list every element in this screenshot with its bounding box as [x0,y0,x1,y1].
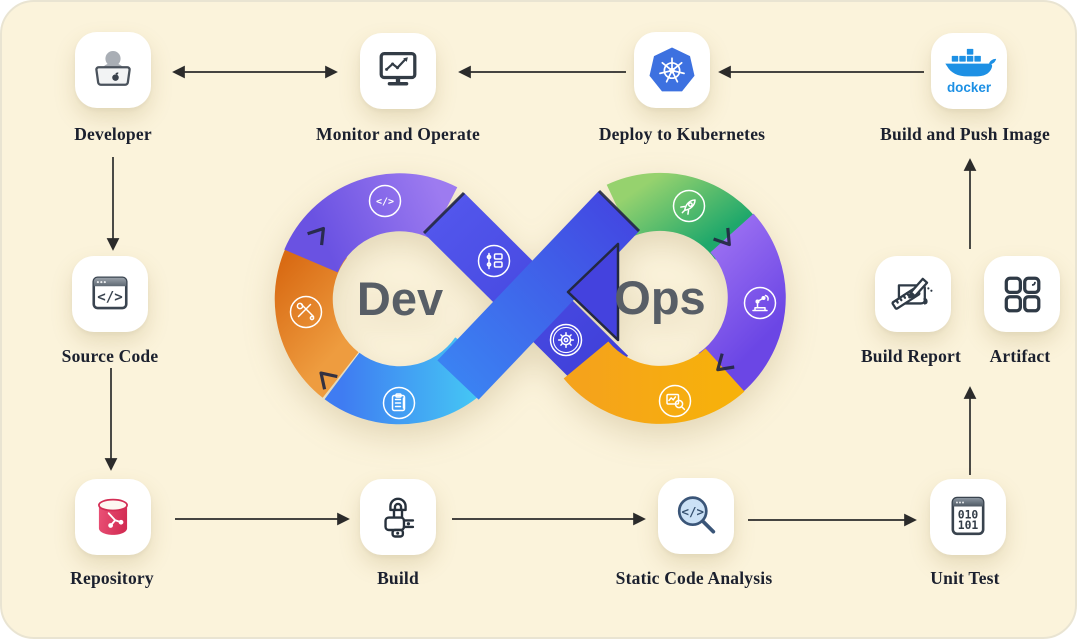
ops-right-purple-arc [697,213,786,401]
ops-label: Ops [614,271,705,324]
repository-icon [98,498,128,535]
docker-icon: docker [945,48,997,95]
monitor-chart-icon [379,52,417,86]
git-versions-icon [477,244,511,278]
node-repository [75,479,151,555]
static-analysis-icon: </> [677,496,716,534]
label-monitor-and-operate: Monitor and Operate [316,124,480,144]
ops-top-green-arc [606,172,763,261]
unit-test-icon: 010 101 [951,496,985,536]
notch-ops-bottomright [716,353,735,372]
notch-dev-topleft [307,226,326,246]
svg-text:</>: </> [376,197,394,208]
band-edge-top-left [422,191,466,235]
devops-infinity-loop: </> [274,172,786,425]
node-monitor-and-operate [360,33,436,109]
label-source-code: Source Code [61,346,159,366]
rocket-icon [672,189,706,223]
build-report-icon [891,277,933,310]
node-static-code-analysis: </> [658,478,734,554]
label-build: Build [377,568,419,588]
developer-icon [95,51,131,86]
node-deploy-to-kubernetes [634,32,710,108]
node-source-code: </> [72,256,148,332]
analysis-search-icon [658,384,692,418]
label-deploy-to-kubernetes: Deploy to Kubernetes [598,124,766,144]
cross-band-ascending [437,191,640,400]
notch-ops-topright [713,227,731,247]
dev-label: Dev [357,272,443,325]
kubernetes-icon [649,47,695,92]
source-code-glyph: </> [97,290,122,306]
notch-dev-bottomleft [319,371,338,390]
ops-bottom-amber-arc [563,340,745,424]
automation-arm-icon [743,286,777,320]
unit-test-binary-line1: 010 [958,508,979,522]
label-artifact: Artifact [989,346,1051,366]
tools-icon [289,295,323,329]
node-unit-test: 010 101 [930,479,1006,555]
node-build-and-push-image: docker [931,33,1007,109]
label-developer: Developer [74,124,152,144]
node-build [360,479,436,555]
source-code-icon: </> [92,276,128,310]
static-analysis-glyph: </> [682,504,704,519]
node-artifact [984,256,1060,332]
label-build-and-push-image: Build and Push Image [880,124,1050,144]
label-unit-test: Unit Test [930,568,1000,588]
label-repository: Repository [70,568,154,588]
docker-wordmark: docker [947,80,992,95]
node-developer [75,32,151,108]
build-wrench-icon [384,497,415,538]
label-static-code-analysis: Static Code Analysis [615,568,773,588]
artifact-icon [1004,276,1041,313]
band-edge-top-right [597,189,641,233]
code-icon: </> [368,184,402,218]
label-build-report: Build Report [860,346,962,366]
gear-icon [549,323,583,357]
unit-test-binary-line2: 101 [958,518,979,532]
band-arrowhead-chevron [566,242,620,342]
checklist-icon [382,386,416,420]
node-build-report [875,256,951,332]
